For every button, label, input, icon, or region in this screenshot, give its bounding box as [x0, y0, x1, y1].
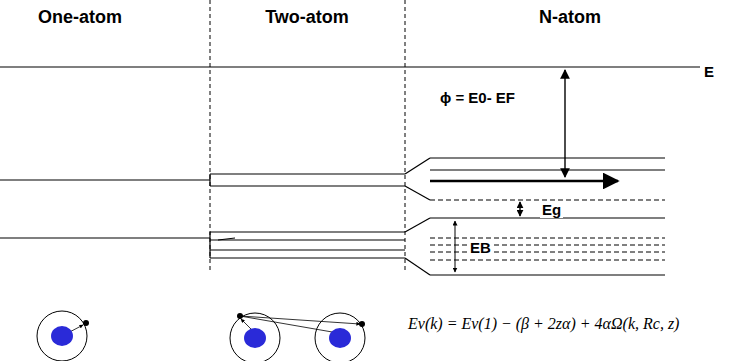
work-function-label: ϕ = E0- EF — [438, 90, 517, 107]
bandwidth-label: EB — [468, 240, 493, 257]
column-heading: N-atom — [539, 8, 601, 28]
band-energy-equation: Ev(k) = Ev(1) − (β + 2zα) + 4αΩ(k, Rc, z… — [408, 315, 679, 333]
energy-axis-label: E — [704, 64, 714, 81]
band-gap-label: Eg — [540, 202, 563, 219]
column-heading: One-atom — [38, 8, 122, 28]
column-heading: Two-atom — [265, 8, 349, 28]
